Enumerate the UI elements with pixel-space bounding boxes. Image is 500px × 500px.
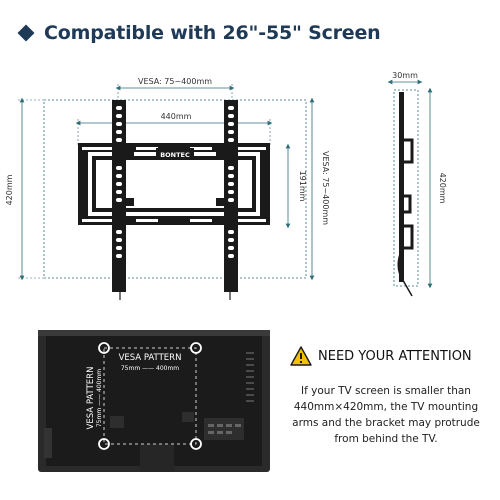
vesa-pattern-vertical-title: VESA PATTERN	[86, 367, 96, 430]
attention-title: NEED YOUR ATTENTION	[318, 348, 472, 364]
side-arm-profile	[399, 92, 404, 282]
side-height-label: 420mm	[438, 173, 447, 204]
vesa-label: VESA: 75~400mm	[138, 77, 212, 86]
vesa-pattern-title: VESA PATTERN	[119, 353, 182, 363]
brand-plate	[156, 148, 194, 160]
depth-label: 30mm	[392, 71, 418, 80]
section-header: Compatible with 26"-55" Screen	[17, 22, 381, 44]
vesa-pattern-vertical-range: 75mm —— 400mm	[96, 369, 103, 427]
mounting-hole-icon	[98, 342, 110, 354]
attention-message: If your TV screen is smaller than 440mm×…	[292, 385, 480, 445]
inner-height-label: 191mm	[298, 171, 307, 202]
vesa-vertical-label: VESA: 75~400mm	[321, 151, 330, 225]
mounting-hole-icon	[190, 438, 202, 450]
section-title: Compatible with 26"-55" Screen	[44, 22, 381, 44]
warning-triangle-icon	[290, 346, 312, 366]
vesa-pattern-outline	[103, 347, 197, 445]
front-view: VESA: 75~400mm 440mm 420mm 191mm VESA: 7…	[5, 77, 330, 300]
width-label: 440mm	[161, 112, 192, 121]
vesa-pattern-range: 75mm —— 400mm	[121, 365, 179, 372]
mounting-hole-icon	[190, 342, 202, 354]
attention-heading: NEED YOUR ATTENTION	[290, 346, 472, 366]
right-mounting-arm	[216, 100, 238, 292]
side-envelope	[393, 89, 419, 287]
mounting-hole-icon	[98, 438, 110, 450]
left-mounting-arm	[112, 100, 134, 292]
side-view: 30mm 420mm	[387, 71, 447, 297]
tv-back-panel: VESA PATTERN 75mm —— 400mm VESA PATTERN …	[38, 330, 270, 472]
brand-plate-label: BONTEC	[160, 151, 190, 159]
height-label: 420mm	[5, 174, 14, 205]
